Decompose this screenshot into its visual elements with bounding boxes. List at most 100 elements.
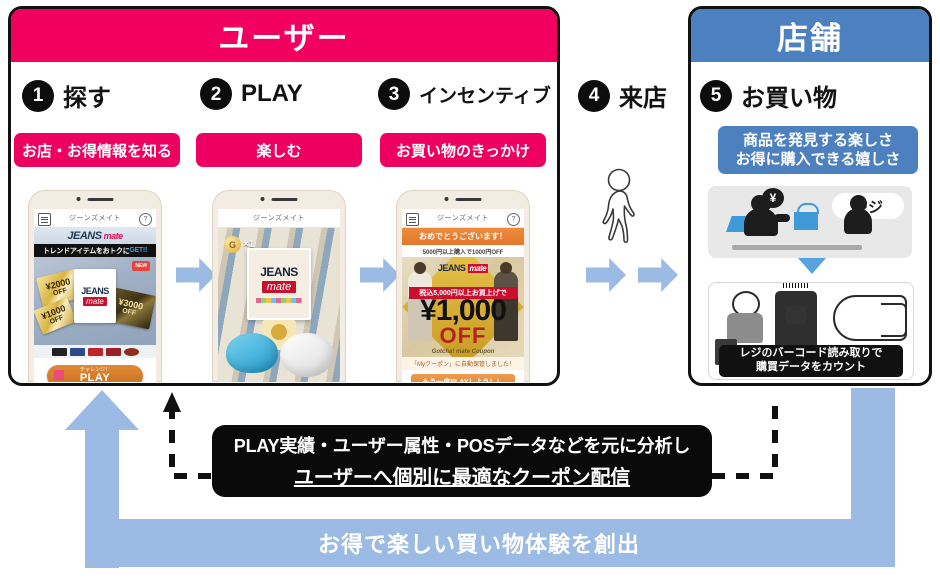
phone-2-game-scene: G ×1 JEANS mate bbox=[218, 228, 340, 382]
capsule-half-white bbox=[280, 333, 334, 377]
scan-caption-line1: レジのバーコード読み取りで bbox=[739, 347, 883, 360]
phone-1-hero: NEW ¥2000 OFF ¥1000 OFF ¥3000 OFF JEANS … bbox=[34, 257, 156, 345]
flow-arrow-4 bbox=[638, 258, 678, 292]
phone-2-prize-pack: JEANS mate bbox=[247, 248, 311, 320]
model-right bbox=[494, 262, 518, 341]
step-2-heading: 2 PLAY bbox=[200, 78, 303, 110]
coupon-2: ¥1000 OFF bbox=[34, 297, 77, 335]
step-1-number: 1 bbox=[22, 79, 54, 112]
step-3-number: 3 bbox=[378, 78, 410, 110]
user-panel-title: ユーザー bbox=[218, 21, 350, 56]
phone-3-brand-main: JEANS bbox=[437, 263, 466, 273]
step-5-pill-line2: お得に購入できる嬉しさ bbox=[735, 151, 901, 168]
play-button[interactable]: チャレンジ！ PLAY bbox=[47, 365, 143, 382]
replay-button[interactable]: もう一度PLAYしよう！！ bbox=[411, 374, 515, 382]
help-icon[interactable]: ? bbox=[139, 213, 152, 226]
step-1-title: 探す bbox=[63, 85, 111, 112]
step-3-title: インセンティブ bbox=[419, 85, 551, 107]
phone-1-product-card: JEANS mate bbox=[74, 269, 116, 323]
store-panel-header: 店舗 bbox=[691, 9, 929, 62]
walking-person-icon bbox=[602, 168, 635, 244]
scan-caption-line2: 購買データをカウント bbox=[756, 361, 866, 373]
coupon-amount-block: ¥1,000 OFF bbox=[420, 296, 507, 346]
store-panel-title: 店舗 bbox=[777, 21, 843, 56]
phone-1-app-title: ジーンズメイト bbox=[68, 215, 121, 222]
partner-logo-3 bbox=[87, 347, 103, 356]
scan-caption: レジのバーコード読み取りで 購買データをカウント bbox=[719, 345, 903, 377]
step-4-heading: 4 来店 bbox=[578, 78, 667, 113]
phone-3-brand-sub: mate bbox=[467, 264, 489, 273]
shopper-figure bbox=[723, 291, 769, 349]
step-4-title: 来店 bbox=[619, 85, 667, 112]
clerk-hand-icon bbox=[833, 295, 907, 341]
phone-2-pack-stripe bbox=[256, 298, 302, 303]
callout-line-2: ユーザーへ個別に最適なクーポン配信 bbox=[293, 467, 631, 489]
customer-figure bbox=[844, 195, 872, 234]
phone-3-subline: 5000円以上購入で1000円OFF bbox=[402, 245, 524, 257]
callout-line-1: PLAY実績・ユーザー属性・POSデータなどを元に分析し bbox=[233, 436, 691, 456]
phone-1-card-sub: mate bbox=[83, 297, 107, 306]
phone-mockup-incentive: ジーンズメイト ? おめでとうございます！ 5000円以上購入で1000円OFF… bbox=[396, 190, 530, 382]
phone-3-app-title: ジーンズメイト bbox=[436, 215, 489, 222]
new-badge: NEW bbox=[132, 261, 150, 271]
model-left bbox=[408, 262, 432, 341]
step-2-title: PLAY bbox=[241, 80, 303, 107]
barcode-icon bbox=[783, 283, 809, 288]
phone-3-appbar: ジーンズメイト ? bbox=[402, 209, 524, 228]
clerk-arm bbox=[774, 214, 790, 222]
partner-logo-4 bbox=[105, 347, 121, 356]
pos-monitor-icon bbox=[726, 216, 748, 232]
gift-icon bbox=[54, 370, 64, 380]
step-5-pill-line1: 商品を発見する楽しさ bbox=[742, 131, 893, 149]
step-5-pill: 商品を発見する楽しさ お得に購入できる嬉しさ bbox=[718, 126, 918, 174]
phone-1-brand-main: JEANS bbox=[67, 230, 102, 242]
register-illustration: ¥ レジ bbox=[708, 186, 912, 258]
step-1-heading: 1 探す bbox=[22, 78, 111, 113]
step-1-pill-label: お店・お得情報を知る bbox=[21, 142, 172, 160]
step-5-title: お買い物 bbox=[741, 85, 837, 112]
phone-2-app-title: ジーンズメイト bbox=[252, 215, 305, 222]
play-button-label: PLAY bbox=[79, 372, 111, 383]
phone-2-appbar: ジーンズメイト bbox=[218, 209, 340, 228]
step-5-heading: 5 お買い物 bbox=[700, 78, 837, 113]
analysis-callout: PLAY実績・ユーザー属性・POSデータなどを元に分析し ユーザーへ個別に最適な… bbox=[212, 425, 712, 497]
play-button-sublabel: チャレンジ！ bbox=[80, 367, 110, 373]
phone-notch bbox=[260, 197, 298, 201]
flow-arrow-3 bbox=[586, 258, 626, 292]
coupon-footer: Gotcha! mate Coupon bbox=[431, 349, 495, 355]
step-2-pill: 楽しむ bbox=[196, 133, 362, 167]
phone-2-screen: ジーンズメイト G ×1 JEANS mate bbox=[218, 209, 340, 382]
coin-count: ×1 bbox=[243, 239, 255, 250]
clerk-figure bbox=[744, 195, 778, 236]
store-flow-down-arrow bbox=[798, 258, 826, 274]
phone-3-screen: ジーンズメイト ? おめでとうございます！ 5000円以上購入で1000円OFF… bbox=[402, 209, 524, 382]
phone-notch bbox=[444, 197, 482, 201]
partner-logo-1 bbox=[51, 347, 67, 356]
phone-notch bbox=[76, 197, 114, 201]
coin-icon: G bbox=[224, 236, 241, 253]
step-4-number: 4 bbox=[578, 79, 610, 112]
coupon-condition: 税込5,000円以上お買上げで bbox=[409, 287, 517, 299]
phone-1-partner-logos bbox=[34, 345, 156, 358]
phone-1-tagline-b: GET!! bbox=[129, 247, 147, 254]
phone-1-tagline-a: トレンドアイテムをおトクに bbox=[43, 247, 130, 255]
hamburger-menu-icon[interactable] bbox=[38, 213, 51, 226]
barcode-scan-illustration: レジのバーコード読み取りで 購買データをカウント bbox=[708, 282, 914, 380]
step-3-pill: お買い物のきっかけ bbox=[380, 133, 546, 167]
step-5-number: 5 bbox=[700, 79, 732, 112]
phone-1-appbar: ジーンズメイト ? bbox=[34, 209, 156, 228]
step-2-number: 2 bbox=[200, 78, 232, 110]
help-icon[interactable]: ? bbox=[507, 213, 520, 226]
phone-3-note: 「Myクーポン」に自動保管しました！ bbox=[402, 357, 524, 370]
counter-surface bbox=[732, 245, 862, 250]
partner-logo-5 bbox=[123, 347, 139, 356]
shopping-basket-icon bbox=[792, 203, 820, 232]
phone-1-card-brand: JEANS bbox=[81, 286, 109, 296]
step-2-pill-label: 楽しむ bbox=[256, 142, 302, 160]
hamburger-menu-icon[interactable] bbox=[406, 213, 419, 226]
